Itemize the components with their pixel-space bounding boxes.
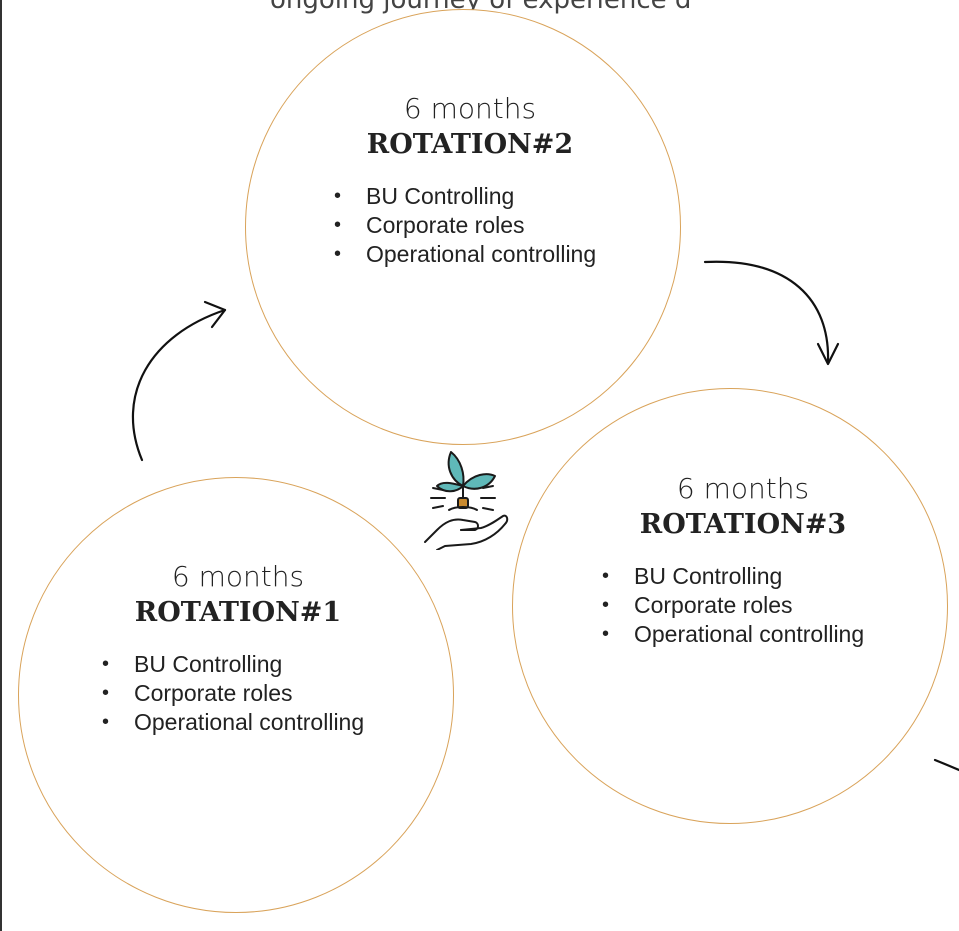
rotation-1-list: BU Controlling Corporate roles Operation… xyxy=(98,650,378,737)
rotation-3-item: Operational controlling xyxy=(598,620,888,649)
rotation-1-item: Operational controlling xyxy=(98,708,378,737)
rotation-2-content: 6 months ROTATION#2 BU Controlling Corpo… xyxy=(330,92,610,269)
rotation-1-title: ROTATION#1 xyxy=(134,597,342,628)
rotation-2-title: ROTATION#2 xyxy=(366,129,574,160)
rotation-3-content: 6 months ROTATION#3 BU Controlling Corpo… xyxy=(598,472,888,649)
rotation-1-duration: 6 months xyxy=(171,560,305,593)
growing-plant-in-hand-icon xyxy=(424,451,509,550)
arrowhead-1-to-2 xyxy=(203,300,227,329)
rotation-3-item: BU Controlling xyxy=(598,562,888,591)
arrow-2-to-3 xyxy=(703,260,830,364)
rotation-3-list: BU Controlling Corporate roles Operation… xyxy=(598,562,888,649)
arrow-3-partial xyxy=(933,758,959,772)
rotation-1-item: BU Controlling xyxy=(98,650,378,679)
rotation-2-item: Operational controlling xyxy=(330,240,610,269)
rotation-2-list: BU Controlling Corporate roles Operation… xyxy=(330,182,610,269)
rotation-3-title: ROTATION#3 xyxy=(639,509,847,540)
rotation-3-item: Corporate roles xyxy=(598,591,888,620)
arrowhead-2-to-3 xyxy=(816,342,840,366)
rotation-1-content: 6 months ROTATION#1 BU Controlling Corpo… xyxy=(98,560,378,737)
rotation-3-duration: 6 months xyxy=(676,472,810,505)
rotation-2-duration: 6 months xyxy=(403,92,537,125)
arrow-1-to-2 xyxy=(131,308,227,462)
rotation-2-item: Corporate roles xyxy=(330,211,610,240)
rotation-2-item: BU Controlling xyxy=(330,182,610,211)
header-partial-text: ongoing journey of experience developmen… xyxy=(270,0,690,15)
rotation-1-item: Corporate roles xyxy=(98,679,378,708)
frame-left-border xyxy=(0,0,2,931)
